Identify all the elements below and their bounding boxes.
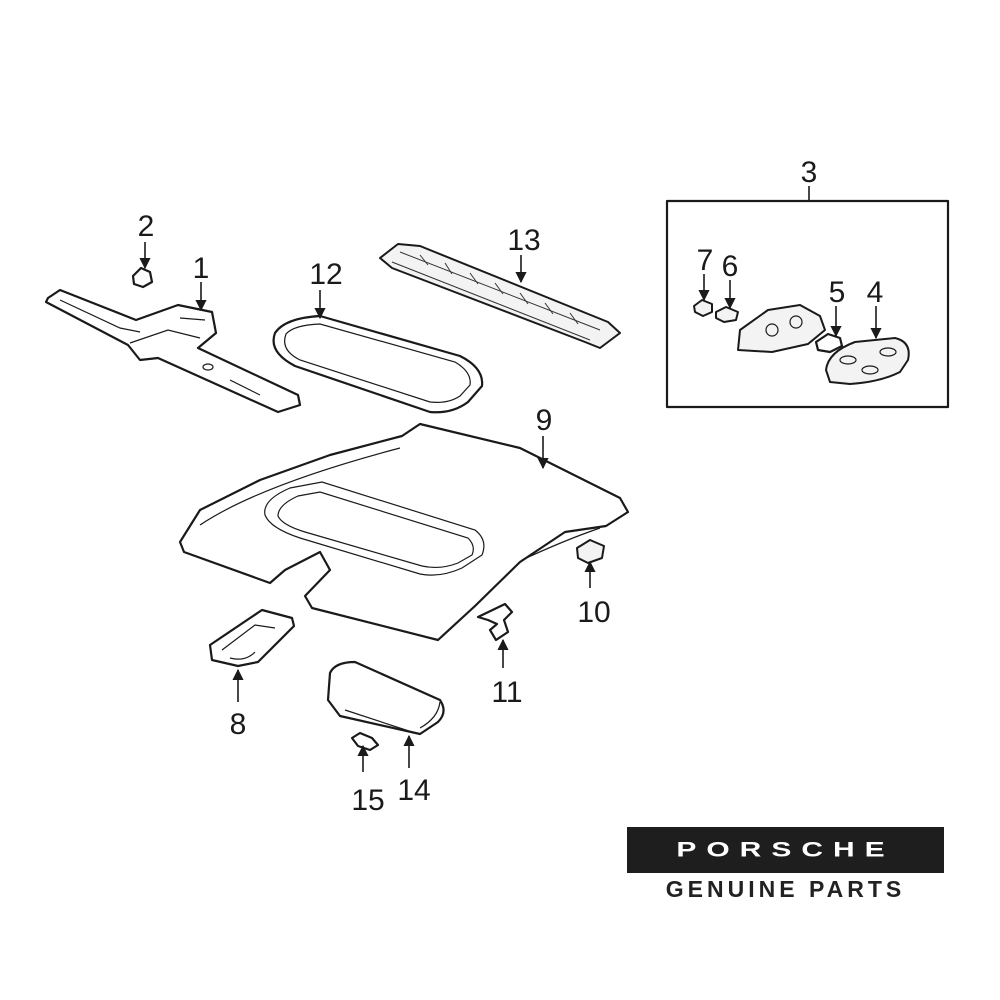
part-8-bracket — [208, 608, 296, 668]
callout-1: 1 — [193, 252, 210, 285]
part-10-cover — [576, 539, 605, 564]
part-5-bulb — [814, 332, 844, 354]
part-14-sun-visor — [326, 660, 445, 736]
porsche-logo: PORSCHE — [627, 827, 944, 873]
part-9-headliner — [178, 422, 630, 642]
callout-5: 5 — [829, 276, 846, 309]
genuine-parts-tagline: GENUINE PARTS — [665, 876, 906, 902]
leader-lines — [139, 186, 882, 772]
part-13-upper-rail — [379, 243, 621, 349]
part-12-sunroof-seal — [272, 314, 484, 414]
callout-labels: 1 2 3 4 5 6 7 8 9 10 11 12 13 14 15 — [138, 156, 884, 817]
callout-11: 11 — [491, 676, 522, 709]
callout-3: 3 — [801, 156, 818, 189]
part-3-housing — [737, 304, 826, 353]
callout-8: 8 — [230, 708, 247, 741]
logo-wordmark: PORSCHE — [676, 838, 895, 862]
callout-6: 6 — [722, 250, 739, 283]
part-1-trim-strip — [44, 288, 302, 414]
callout-10: 10 — [577, 596, 610, 629]
callout-14: 14 — [397, 774, 430, 807]
callout-15: 15 — [351, 784, 384, 817]
callout-7: 7 — [697, 244, 714, 277]
callout-4: 4 — [867, 276, 884, 309]
callout-2: 2 — [138, 210, 155, 243]
part-4-lamp-cover — [825, 337, 910, 385]
callout-12: 12 — [309, 258, 342, 291]
inset-box-part-3 — [665, 199, 950, 409]
part-2-clip — [131, 266, 154, 289]
callout-13: 13 — [507, 224, 540, 257]
part-11-hook — [476, 602, 514, 642]
part-15-visor-clip — [350, 731, 380, 752]
callout-9: 9 — [536, 404, 553, 437]
